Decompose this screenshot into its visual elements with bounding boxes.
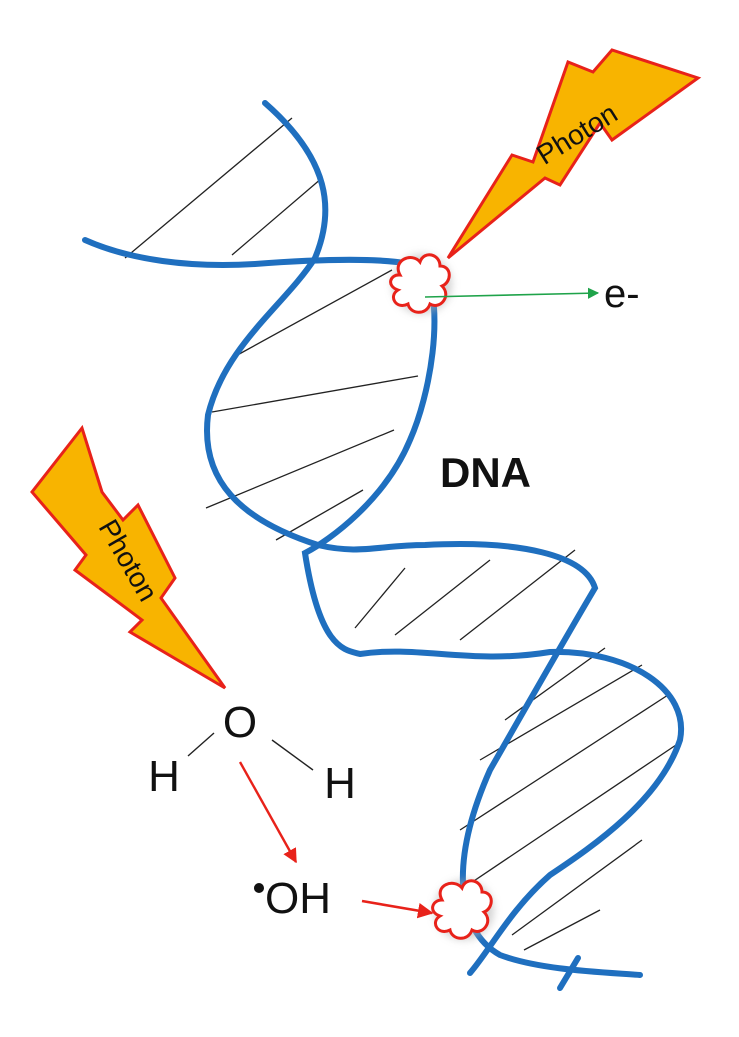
bond-left [187, 732, 215, 757]
damage-burst-icon [431, 879, 493, 940]
water-molecule: O H H [148, 698, 356, 808]
hydroxyl-radical-label: OH [265, 874, 331, 923]
bond-right [271, 739, 314, 771]
dna-strand-b-tail [557, 955, 581, 991]
lightning-bolt-icon [446, 48, 702, 260]
hydrogen-left-label: H [148, 752, 180, 801]
damage-site-bottom [431, 879, 494, 940]
dna-strand-b [204, 100, 643, 978]
lightning-bolt-icon [30, 424, 227, 690]
electron-label: e- [604, 272, 640, 316]
photon-left: Photon [30, 424, 227, 690]
dna-strand-a [82, 237, 685, 976]
photon-top: Photon [446, 48, 702, 260]
damage-burst-icon [389, 253, 451, 314]
electron-arrow [424, 287, 600, 299]
base-pair-rungs [124, 117, 677, 951]
radical-attack-arrow [361, 899, 434, 919]
electron-ejection: e- [424, 272, 640, 316]
oxygen-atom-label: O [223, 698, 257, 747]
damage-site-top [389, 253, 452, 314]
dna-double-helix [82, 100, 685, 991]
hydrogen-right-label: H [324, 759, 356, 808]
radical-dot [254, 883, 264, 893]
hydroxyl-radical: OH [254, 874, 331, 923]
dna-label: DNA [440, 449, 531, 496]
radiolysis-arrow [238, 761, 298, 864]
